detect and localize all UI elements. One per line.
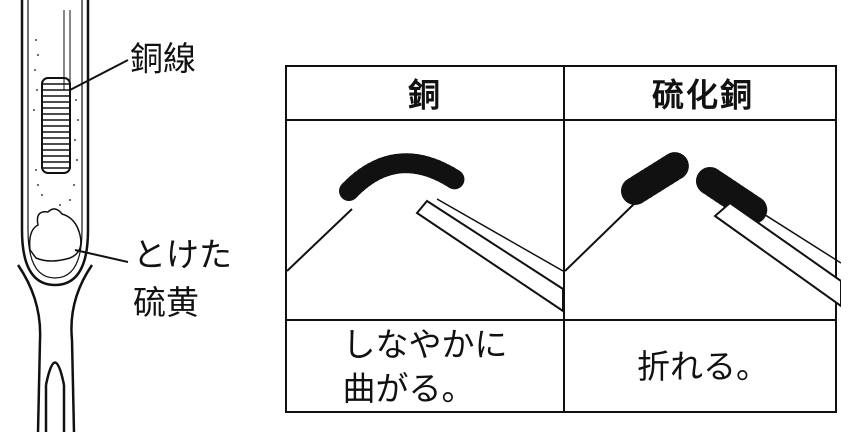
result-divider (287, 319, 835, 321)
test-tube-apparatus (16, 0, 129, 432)
copper-coil (41, 77, 71, 174)
copper-sulfide-breaking-illustration (565, 152, 841, 308)
melted-sulfur-label-line2: 硫黄 (133, 283, 199, 322)
melted-sulfur-label-line1: とけた (133, 235, 232, 274)
burner (16, 264, 94, 432)
comparison-table: 銅 硫化銅 しなやかに 曲がる。 折れる。 (285, 65, 841, 413)
leader-sulfur (74, 249, 129, 263)
melted-sulfur (28, 208, 82, 262)
header-copper: 銅 (407, 76, 442, 114)
leader-copper-wire (69, 59, 129, 91)
copper-bending-illustration (287, 153, 563, 313)
vapor-dots (33, 39, 79, 206)
header-copper-sulfide: 硫化銅 (651, 76, 754, 114)
copper-wire-label: 銅線 (130, 39, 196, 78)
copper-result-line2: 曲がる。 (342, 369, 475, 408)
copper-result-line1: しなやかに (342, 325, 508, 364)
copper-sulfide-result: 折れる。 (637, 347, 769, 386)
copper-result: しなやかに 曲がる。 (287, 322, 563, 412)
header-divider (287, 119, 835, 121)
column-divider (563, 67, 565, 411)
